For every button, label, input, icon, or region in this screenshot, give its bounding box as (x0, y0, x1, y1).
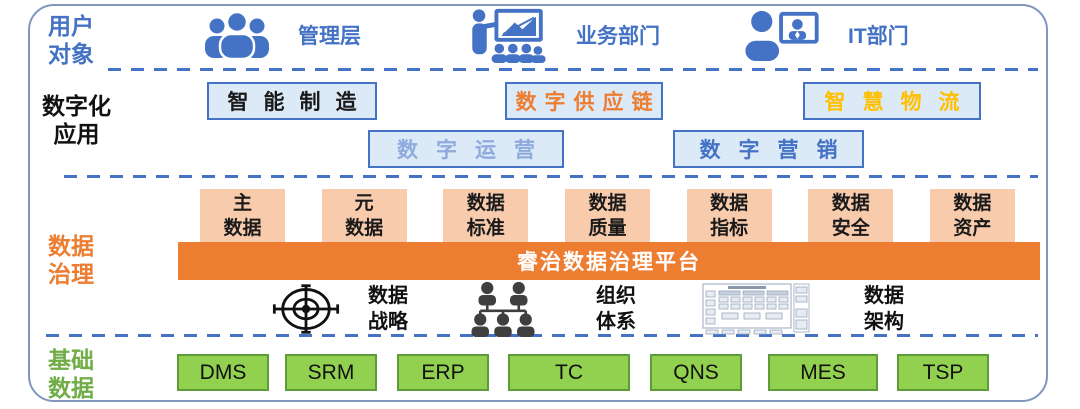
divider-apps-governance (64, 175, 1038, 178)
user-item-it: IT部门 (744, 8, 909, 62)
system-box-erp: ERP (397, 354, 489, 391)
system-box-tsp: TSP (897, 354, 989, 391)
org-chart-icon (460, 281, 546, 342)
governance-pillars: 主数据 元数据 数据标准 数据质量 数据指标 数据安全 数据资产 (200, 189, 1015, 242)
user-item-management: 管理层 (204, 8, 361, 62)
presenter-icon (472, 8, 546, 63)
pillar-data-quality: 数据质量 (564, 189, 650, 242)
architecture-diagram-icon (702, 283, 812, 340)
app-box-digital-supply-chain: 数字供应链 (505, 82, 663, 120)
row-label-base-data: 基础 数据 (48, 347, 94, 402)
foundation-label-data-strategy: 数据 战略 (368, 285, 408, 333)
pillar-data-assets: 数据资产 (929, 189, 1015, 242)
pillar-data-standards: 数据标准 (443, 189, 529, 242)
system-box-mes: MES (768, 354, 878, 391)
pillar-master-data: 主数据 (200, 189, 285, 242)
app-box-digital-marketing: 数字营销 (673, 130, 864, 168)
system-box-tc: TC (508, 354, 630, 391)
user-item-label: 管理层 (298, 25, 361, 48)
foundation-label-organization: 组织 体系 (596, 285, 636, 333)
row-label-users: 用户 对象 (48, 13, 94, 68)
divider-users-apps (108, 68, 1038, 71)
divider-governance-base (46, 334, 1038, 337)
row-label-apps: 数字化 应用 (42, 93, 111, 148)
app-box-smart-manufacturing: 智能制造 (207, 82, 377, 120)
governance-platform-bar: 睿治数据治理平台 (178, 242, 1040, 280)
system-box-qns: QNS (650, 354, 742, 391)
system-box-srm: SRM (285, 354, 377, 391)
diagram-outer-frame (28, 4, 1048, 402)
it-person-icon (745, 10, 819, 61)
target-icon (270, 282, 342, 341)
user-item-label: 业务部门 (576, 25, 660, 48)
pillar-data-security: 数据安全 (808, 189, 894, 242)
app-box-smart-logistics: 智慧物流 (803, 82, 981, 120)
people-group-icon (205, 11, 269, 59)
user-item-business: 业务部门 (468, 8, 660, 63)
row-label-governance: 数据 治理 (48, 233, 94, 288)
pillar-metadata: 元数据 (321, 189, 407, 242)
user-item-label: IT部门 (848, 25, 909, 48)
pillar-data-metrics: 数据指标 (686, 189, 772, 242)
system-box-dms: DMS (177, 354, 269, 391)
app-box-digital-operations: 数字运营 (368, 130, 564, 168)
foundation-label-data-architecture: 数据 架构 (864, 285, 904, 333)
